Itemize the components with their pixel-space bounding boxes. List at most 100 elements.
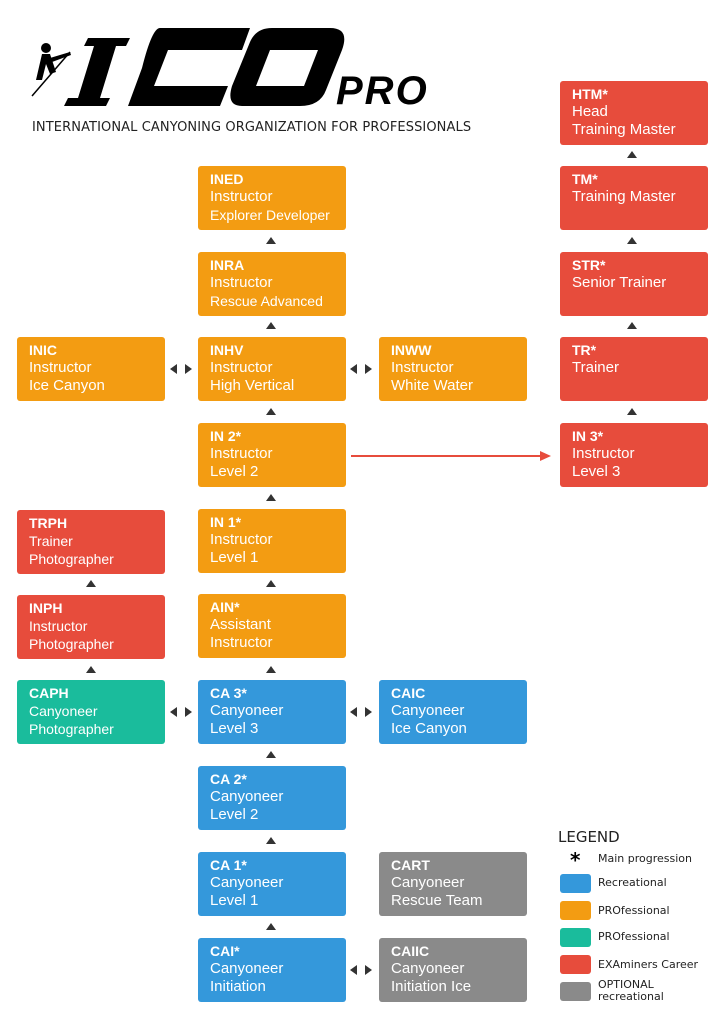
- box-caic: CAIC Canyoneer Ice Canyon: [379, 680, 527, 744]
- arrow-up-icon: [266, 322, 276, 329]
- box-inww: INWW Instructor White Water: [379, 337, 527, 401]
- box-code: HTM*: [572, 86, 608, 102]
- box-cart: CART Canyoneer Rescue Team: [379, 852, 527, 916]
- arrow-up-icon: [86, 666, 96, 673]
- legend-title: LEGEND: [558, 828, 620, 846]
- box-in1: IN 1* Instructor Level 1: [198, 509, 346, 573]
- legend-swatch: [560, 928, 591, 947]
- box-line1: Canyoneer: [391, 702, 465, 719]
- legend-swatch: [560, 901, 591, 920]
- box-line1: Instructor: [210, 274, 273, 291]
- box-line2: Explorer Developer: [210, 207, 330, 223]
- box-ca1: CA 1* Canyoneer Level 1: [198, 852, 346, 916]
- box-line2: Level 2: [210, 463, 259, 480]
- icopro-logo: PRO: [31, 28, 429, 110]
- box-line2: Ice Canyon: [29, 377, 105, 394]
- climber-icon: [31, 43, 71, 97]
- box-line1: Canyoneer: [391, 874, 465, 891]
- legend-label: EXAminers Career: [598, 958, 699, 971]
- box-inhv: INHV Instructor High Vertical: [198, 337, 346, 401]
- legend-swatch: [560, 874, 591, 893]
- box-in2: IN 2* Instructor Level 2: [198, 423, 346, 487]
- box-htm: HTM* Head Training Master: [560, 81, 708, 145]
- box-code: CAI*: [210, 943, 240, 959]
- box-line1: Instructor: [572, 445, 635, 462]
- box-code: INIC: [29, 342, 57, 358]
- box-tr: TR* Trainer: [560, 337, 708, 401]
- box-code: TRPH: [29, 515, 68, 531]
- box-line1: Instructor: [210, 445, 273, 462]
- box-code: IN 3*: [572, 428, 604, 444]
- svg-text:PRO: PRO: [336, 69, 429, 110]
- page-subtitle: INTERNATIONAL CANYONING ORGANIZATION FOR…: [32, 120, 472, 135]
- legend-swatch: [560, 982, 591, 1001]
- box-ca2: CA 2* Canyoneer Level 2: [198, 766, 346, 830]
- left-right-arrow-icon: [170, 364, 192, 374]
- arrow-up-icon: [266, 923, 276, 930]
- box-line2: Rescue Advanced: [210, 293, 323, 309]
- box-code: IN 2*: [210, 428, 242, 444]
- box-line2: Training Master: [572, 121, 676, 138]
- box-code: INED: [210, 171, 244, 187]
- box-line1: Training Master: [572, 188, 676, 205]
- box-in3: IN 3* Instructor Level 3: [560, 423, 708, 487]
- arrow-up-icon: [266, 494, 276, 501]
- box-inph: INPH Instructor Photographer: [17, 595, 165, 659]
- box-line2: Ice Canyon: [391, 720, 467, 737]
- box-code: CAIIC: [391, 943, 430, 959]
- box-line2: Level 3: [210, 720, 259, 737]
- left-right-arrow-icon: [350, 364, 372, 374]
- box-line2: Rescue Team: [391, 892, 483, 909]
- box-ca3: CA 3* Canyoneer Level 3: [198, 680, 346, 744]
- box-line2: Level 3: [572, 463, 621, 480]
- box-line2: Photographer: [29, 551, 114, 567]
- box-line1: Canyoneer: [210, 788, 284, 805]
- legend-swatch: [560, 955, 591, 974]
- box-str: STR* Senior Trainer: [560, 252, 708, 316]
- left-right-arrow-icon: [350, 965, 372, 975]
- arrow-up-icon: [627, 408, 637, 415]
- legend-label: PROfessional: [598, 930, 670, 943]
- box-code: TM*: [572, 171, 598, 187]
- box-line2: White Water: [391, 377, 473, 394]
- box-line2: Level 1: [210, 549, 259, 566]
- box-line1: Instructor: [391, 359, 454, 376]
- arrow-up-icon: [266, 580, 276, 587]
- box-line1: Instructor: [29, 618, 88, 634]
- asterisk-icon: *: [570, 848, 581, 872]
- box-code: IN 1*: [210, 514, 242, 530]
- box-line2: Initiation: [210, 978, 266, 995]
- box-ined: INED Instructor Explorer Developer: [198, 166, 346, 230]
- box-line1: Instructor: [210, 359, 273, 376]
- box-code: INPH: [29, 600, 63, 616]
- box-code: INRA: [210, 257, 245, 273]
- arrow-up-icon: [266, 751, 276, 758]
- box-trph: TRPH Trainer Photographer: [17, 510, 165, 574]
- arrow-up-icon: [266, 666, 276, 673]
- arrow-up-icon: [266, 408, 276, 415]
- legend-label: OPTIONAL recreational: [598, 978, 664, 1003]
- legend-label: Main progression: [598, 852, 692, 865]
- box-line2: Level 2: [210, 806, 259, 823]
- left-right-arrow-icon: [350, 707, 372, 717]
- box-code: CA 3*: [210, 685, 247, 701]
- box-line1: Canyoneer: [210, 960, 284, 977]
- box-line2: High Vertical: [210, 377, 295, 394]
- box-line1: Canyoneer: [29, 703, 98, 719]
- legend-label: PROfessional: [598, 904, 670, 917]
- box-line1: Canyoneer: [210, 702, 284, 719]
- box-code: CA 2*: [210, 771, 247, 787]
- arrow-up-icon: [627, 151, 637, 158]
- box-ain: AIN* Assistant Instructor: [198, 594, 346, 658]
- box-code: CA 1*: [210, 857, 247, 873]
- box-code: CART: [391, 857, 430, 873]
- box-tm: TM* Training Master: [560, 166, 708, 230]
- arrow-up-icon: [627, 237, 637, 244]
- box-code: AIN*: [210, 599, 240, 615]
- box-inra: INRA Instructor Rescue Advanced: [198, 252, 346, 316]
- box-inic: INIC Instructor Ice Canyon: [17, 337, 165, 401]
- box-line1: Trainer: [572, 359, 619, 376]
- legend: LEGEND * Main progression Recreational P…: [558, 828, 718, 1003]
- box-line1: Trainer: [29, 533, 73, 549]
- box-line2: Photographer: [29, 636, 114, 652]
